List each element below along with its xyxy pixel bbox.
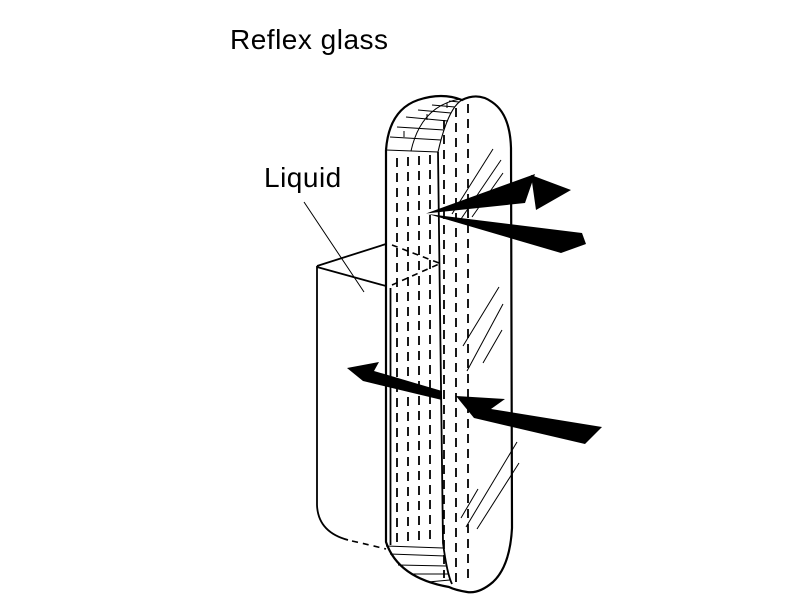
- reflected-ray-upper-shaft: [426, 174, 535, 214]
- liquid-leader-line: [303, 201, 365, 293]
- incident-ray-upper: [428, 214, 586, 253]
- groove-dashed-lines: [396, 104, 469, 586]
- transmitted-light-arrows: [347, 362, 602, 444]
- transmitted-ray-lower: [347, 362, 442, 400]
- reflected-light-arrows: [426, 174, 586, 253]
- tank-rim-back-hidden: [391, 244, 440, 264]
- liquid-tank: [316, 243, 440, 550]
- glass-shine-marks: [451, 148, 520, 530]
- glass-strip-edge: [437, 151, 453, 585]
- figure-title: Reflex glass: [230, 24, 389, 55]
- incident-ray-lower: [456, 396, 602, 444]
- reflex-glass-capsule: [384, 94, 520, 594]
- tank-rim-back: [316, 243, 387, 267]
- hatched-bottom-end-cap: [385, 545, 451, 583]
- tank-rim-front: [316, 266, 387, 287]
- reflected-ray-upper-head: [531, 175, 571, 210]
- tank-left-edge: [316, 266, 349, 541]
- tank-bottom-hidden-edge: [351, 540, 387, 550]
- hatched-top-end-cap: [385, 98, 463, 153]
- tank-rim-front-hidden: [391, 263, 440, 286]
- liquid-label: Liquid: [264, 162, 342, 193]
- glass-outline: [384, 94, 514, 594]
